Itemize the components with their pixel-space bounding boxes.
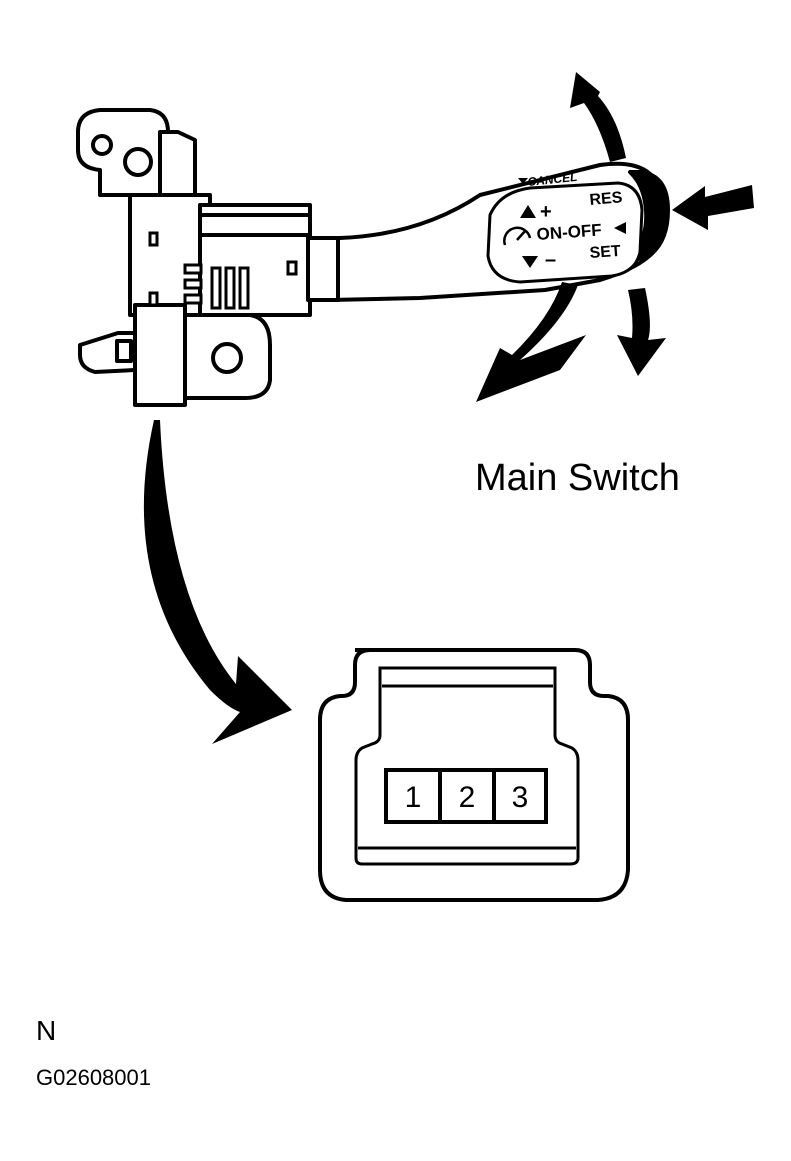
left-arrow-icon bbox=[614, 222, 626, 234]
minus-label: – bbox=[545, 249, 556, 271]
pull-arrow-icon bbox=[476, 282, 586, 402]
cruise-speedometer-icon bbox=[503, 226, 532, 246]
set-label: SET bbox=[589, 243, 621, 262]
cancel-label: CANCEL bbox=[527, 170, 578, 189]
push-down-arrow-icon bbox=[617, 288, 666, 376]
main-switch-title: Main Switch bbox=[475, 457, 680, 499]
pin-2-label: 2 bbox=[459, 781, 476, 814]
pin-3-label: 3 bbox=[512, 781, 529, 814]
res-label: RES bbox=[589, 189, 624, 209]
push-up-arrow-icon bbox=[570, 72, 626, 162]
view-letter: N bbox=[36, 1015, 56, 1046]
pin-1-label: 1 bbox=[405, 781, 422, 814]
plus-label: + bbox=[540, 201, 552, 223]
motion-arrows bbox=[143, 72, 754, 744]
connector: 1 2 3 bbox=[318, 648, 630, 902]
on-off-label: ON-OFF bbox=[536, 220, 602, 243]
push-in-arrow-icon bbox=[672, 185, 754, 230]
cancel-arrow-icon bbox=[518, 178, 528, 184]
up-arrow-icon bbox=[520, 205, 536, 218]
housing-details bbox=[148, 231, 298, 310]
figure-code: G02608001 bbox=[36, 1065, 151, 1090]
curved-pointer-arrow-icon bbox=[143, 420, 292, 744]
down-arrow-icon bbox=[522, 256, 538, 268]
switch-housing bbox=[76, 108, 312, 407]
lever-face: CANCEL RES + ON-OFF – SET bbox=[486, 170, 644, 284]
